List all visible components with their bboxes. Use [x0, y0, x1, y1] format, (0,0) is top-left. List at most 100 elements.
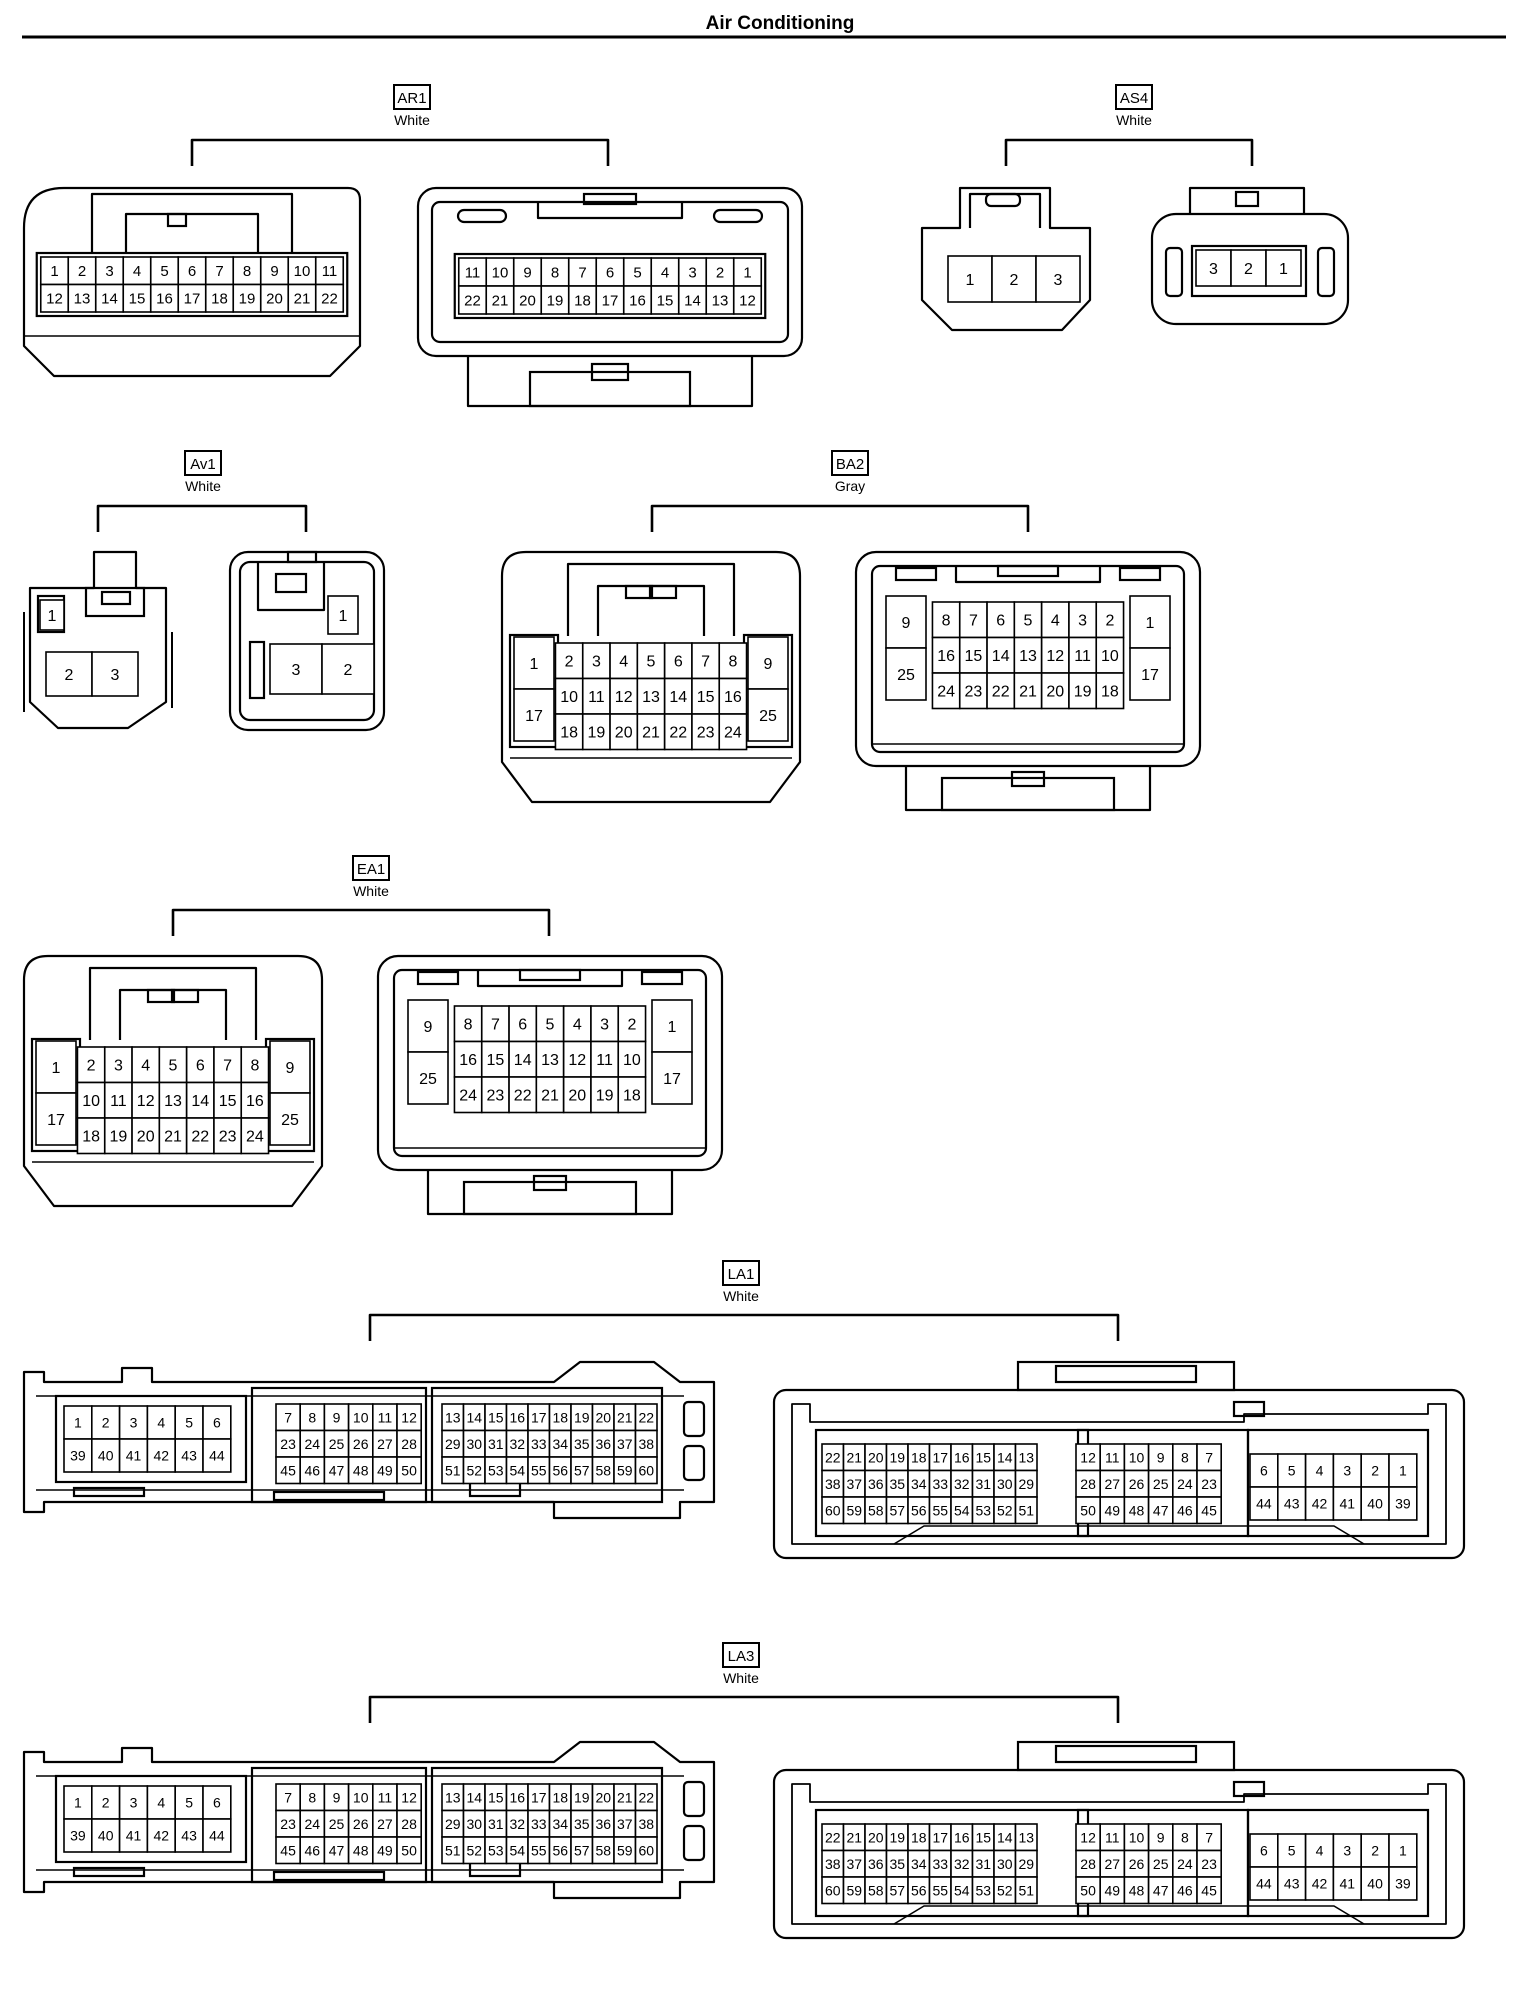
pin-cavity: 30: [993, 1469, 1017, 1498]
pin-cell: [663, 677, 693, 715]
pin-cell: [287, 256, 317, 286]
pin-cavity: 15: [213, 1081, 243, 1119]
pin-cavity: 22: [663, 713, 693, 751]
pin-cavity: 12: [1075, 1443, 1102, 1472]
pin-cell: [1388, 1866, 1418, 1901]
pin-number: 44: [1256, 1876, 1272, 1892]
pin-number: 19: [889, 1829, 905, 1845]
pin-number: 24: [937, 684, 955, 701]
pin-cavity: 13: [636, 677, 666, 715]
pin-number: 20: [266, 291, 283, 308]
pin-cavity: 3: [581, 642, 611, 680]
pin-number: 9: [286, 1060, 295, 1077]
pin-cell: [1035, 255, 1081, 303]
pin-number: 22: [638, 1789, 654, 1805]
pin-cell: [347, 1456, 374, 1485]
pin-number: 5: [1288, 1843, 1296, 1859]
pin-number: 52: [997, 1502, 1013, 1518]
pin-number: 18: [82, 1129, 100, 1146]
pin-number: 40: [98, 1828, 114, 1844]
pin-cavity: 49: [371, 1836, 398, 1865]
pin-cell: [636, 677, 666, 715]
pin-number: 12: [1046, 648, 1064, 665]
pin-cavity: 7: [213, 1046, 243, 1084]
pin-number: 36: [868, 1476, 884, 1492]
pin-cavity: 25: [407, 1051, 449, 1105]
pin-cavity: 33: [928, 1469, 952, 1498]
pin-number: 17: [184, 291, 201, 308]
pin-cavity: 36: [864, 1469, 888, 1498]
pin-number: 14: [669, 689, 687, 706]
pin-cell: [327, 595, 359, 635]
pin-cavity: 40: [91, 1818, 121, 1853]
pin-cell: [508, 1076, 538, 1114]
housing-outline: [1188, 186, 1306, 214]
pin-number: 54: [509, 1842, 525, 1858]
pin-cavity: 12: [609, 677, 639, 715]
pin-number: 2: [65, 667, 74, 684]
pin-cavity: 16: [505, 1403, 529, 1432]
pin-number: 6: [213, 1795, 221, 1811]
pin-cell: [275, 1836, 302, 1865]
housing-outline: [682, 1824, 706, 1862]
pin-number: 39: [1395, 1496, 1411, 1512]
pin-cell: [204, 283, 235, 313]
pin-number: 7: [969, 613, 978, 630]
pin-cell: [118, 1405, 149, 1440]
pin-number: 43: [181, 1448, 197, 1464]
pin-number: 7: [284, 1409, 292, 1425]
pin-cavity: 13: [1014, 1823, 1038, 1852]
pin-number: 55: [531, 1462, 547, 1478]
pin-number: 27: [1105, 1476, 1121, 1492]
pin-number: 13: [164, 1093, 182, 1110]
pin-cavity: 35: [570, 1429, 594, 1458]
pin-number: 26: [353, 1816, 369, 1832]
housing-outline: [90, 192, 294, 252]
pin-cell: [1147, 1849, 1174, 1878]
pin-number: 24: [1177, 1856, 1193, 1872]
pin-number: 39: [70, 1828, 86, 1844]
pin-cavity: 23: [213, 1117, 243, 1155]
pin-cavity: 23: [275, 1809, 302, 1838]
pin-number: 52: [997, 1882, 1013, 1898]
pin-cavity: 8: [299, 1403, 326, 1432]
pin-cell: [321, 643, 375, 695]
pin-number: 8: [551, 264, 559, 281]
pin-number: 1: [530, 656, 539, 673]
pin-number: 22: [992, 684, 1010, 701]
pin-number: 8: [243, 263, 251, 280]
pin-cell: [540, 285, 570, 315]
pin-number: 31: [975, 1476, 991, 1492]
pin-number: 13: [445, 1409, 461, 1425]
pin-cell: [480, 1076, 510, 1114]
housing-outline: [22, 186, 362, 378]
pin-number: 19: [547, 292, 564, 309]
pin-number: 38: [638, 1436, 654, 1452]
pin-cavity: 5: [622, 257, 653, 287]
pin-number: 7: [578, 264, 586, 281]
pin-cavity: 4: [146, 1785, 176, 1820]
pin-cavity: 45: [275, 1456, 302, 1485]
housing-outline: [940, 776, 1116, 812]
pin-number: 6: [518, 1017, 527, 1034]
pin-cavity: 25: [269, 1092, 311, 1146]
pin-cavity: 40: [1360, 1486, 1390, 1521]
pin-cavity: 6: [177, 256, 207, 286]
pin-number: 12: [615, 689, 633, 706]
housing-outline: [250, 1386, 428, 1504]
pin-number: 42: [154, 1448, 170, 1464]
pin-cavity: 3: [1068, 601, 1098, 639]
pin-cell: [1388, 1453, 1418, 1488]
pin-cell: [1360, 1866, 1390, 1901]
pin-number: 26: [1129, 1476, 1145, 1492]
pin-cavity: 49: [371, 1456, 398, 1485]
pin-number: 3: [130, 1795, 138, 1811]
pin-cell: [1172, 1496, 1198, 1525]
pin-number: 48: [353, 1842, 369, 1858]
housing-outline: [772, 1388, 1466, 1560]
pin-number: 42: [1312, 1876, 1328, 1892]
housing-outline: [35, 251, 349, 318]
pin-cell: [1014, 1876, 1038, 1905]
